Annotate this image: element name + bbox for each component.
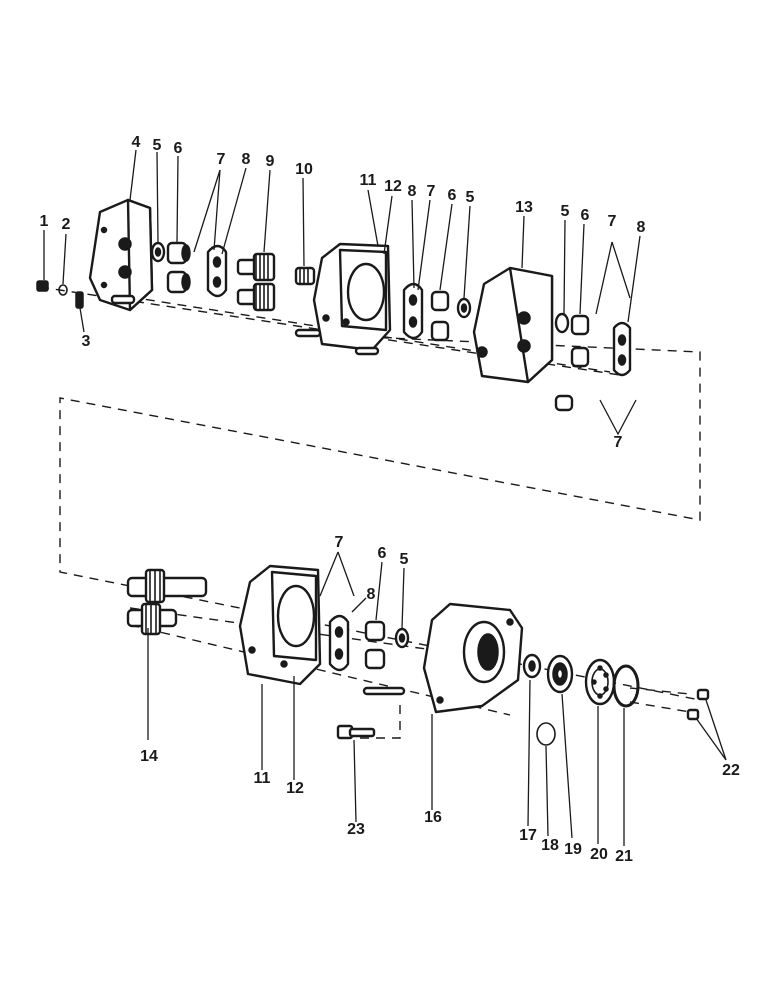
part-1-plug [36, 280, 49, 292]
part-2-o-ring [58, 284, 68, 296]
callout-7: 7 [216, 151, 226, 168]
part-11-gear-housing-bottom [238, 564, 322, 686]
part-5-seal-ring [150, 241, 166, 263]
part-3-dowel-pin [75, 291, 84, 309]
part-13-center-plate [472, 266, 554, 384]
callout-11: 11 [359, 172, 377, 189]
part-8-seal-top-mid [402, 282, 424, 340]
callout-7-right: 7 [607, 213, 617, 230]
part-19-shaft-seal [546, 654, 574, 694]
part-10-spline-coupling [294, 266, 316, 286]
callout-18: 18 [541, 837, 559, 854]
callout-7-bottom: 7 [334, 534, 344, 551]
callout-6-mid: 6 [447, 187, 457, 204]
part-8-seal-right [612, 321, 632, 377]
callout-20: 20 [590, 846, 608, 863]
part-7-8-gasket-seal [206, 244, 228, 298]
part-23-bolt [336, 724, 376, 740]
callout-10: 10 [295, 161, 313, 178]
part-4-end-cover [88, 198, 154, 312]
callout-5-right: 5 [560, 203, 570, 220]
part-5-seal-ring-mid [456, 297, 472, 319]
callout-6: 6 [173, 140, 183, 157]
callout-12: 12 [384, 178, 402, 195]
part-20-ball-bearing [584, 658, 616, 706]
callout-17: 17 [519, 827, 537, 844]
callout-5-bottom: 5 [399, 551, 409, 568]
callout-4: 4 [131, 134, 141, 151]
callout-7-lower-right: 7 [613, 434, 623, 451]
loose-plug [554, 394, 574, 412]
callout-22: 22 [722, 762, 740, 779]
part-14-drive-gear-shaft [126, 568, 208, 636]
callout-5: 5 [152, 137, 162, 154]
callout-6-right: 6 [580, 207, 590, 224]
callout-21: 21 [615, 848, 633, 865]
callout-12-bottom: 12 [286, 780, 304, 797]
callout-6-bottom: 6 [377, 545, 387, 562]
callout-9: 9 [265, 153, 275, 170]
part-11-gear-housing-top [294, 242, 392, 356]
part-21-snap-ring [612, 664, 640, 708]
part-16-mounting-flange [422, 602, 524, 714]
part-5-seal-ring-bottom [394, 627, 410, 649]
part-8-seal-bottom [328, 614, 350, 672]
callout-8-right: 8 [636, 219, 646, 236]
part-5-6-right [554, 312, 590, 368]
callout-8-mid: 8 [407, 183, 417, 200]
part-18-o-ring [536, 722, 556, 746]
callout-1: 1 [39, 213, 49, 230]
part-6-bushings [166, 241, 191, 294]
callout-3: 3 [81, 333, 91, 350]
callout-19: 19 [564, 841, 582, 858]
callout-23: 23 [347, 821, 365, 838]
part-17-washer [522, 653, 542, 679]
callout-16: 16 [424, 809, 442, 826]
part-6-bushings-bottom [364, 620, 386, 670]
callout-2: 2 [61, 216, 71, 233]
callout-8: 8 [241, 151, 251, 168]
part-6-bushings-mid [430, 290, 450, 342]
callout-8-bottom: 8 [366, 586, 376, 603]
callout-13: 13 [515, 199, 533, 216]
callout-5-mid: 5 [465, 189, 475, 206]
callout-11-bottom: 11 [253, 770, 271, 787]
part-9-gear-shafts [236, 252, 276, 312]
dowel-pin-bottom [362, 686, 406, 696]
part-22-plugs [686, 688, 710, 721]
callout-14: 14 [140, 748, 158, 765]
leader-lines [43, 149, 727, 846]
callout-7-mid: 7 [426, 183, 436, 200]
